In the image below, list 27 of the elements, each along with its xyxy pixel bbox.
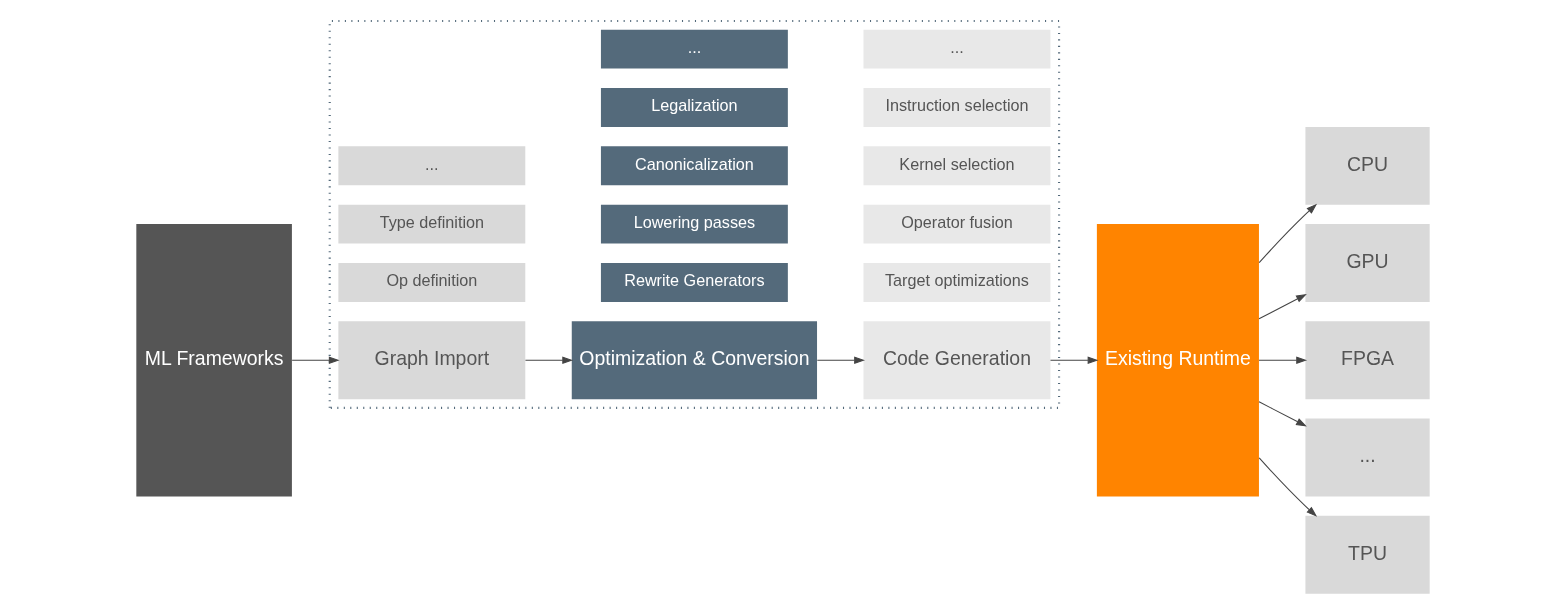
node-box: ...	[1305, 418, 1430, 497]
node-box: Code Generation	[863, 321, 1051, 400]
arrow	[1258, 293, 1307, 320]
node-box: CPU	[1305, 126, 1430, 205]
node-box: ML Frameworks	[136, 224, 292, 497]
arrow	[1258, 457, 1318, 517]
node-box: Lowering passes	[600, 204, 788, 244]
node-box: Rewrite Generators	[600, 263, 788, 302]
node-box: ...	[600, 29, 788, 69]
arrow	[816, 356, 865, 365]
arrow	[291, 356, 340, 365]
node-box: Graph Import	[338, 321, 526, 400]
arrow	[1258, 356, 1308, 365]
node-box: TPU	[1305, 515, 1430, 594]
node-box: Existing Runtime	[1096, 224, 1259, 497]
node-box: ...	[338, 146, 526, 186]
node-box: GPU	[1305, 224, 1430, 302]
arrow	[1258, 401, 1307, 427]
node-box: Canonicalization	[600, 146, 788, 186]
arrow	[1049, 356, 1099, 365]
node-box: FPGA	[1305, 321, 1430, 400]
arrow	[524, 356, 574, 365]
node-box: Type definition	[338, 204, 526, 244]
node-box: Legalization	[600, 88, 788, 127]
node-box: Optimization & Conversion	[571, 321, 818, 400]
arrow	[1258, 203, 1318, 264]
node-box: Op definition	[338, 263, 526, 302]
